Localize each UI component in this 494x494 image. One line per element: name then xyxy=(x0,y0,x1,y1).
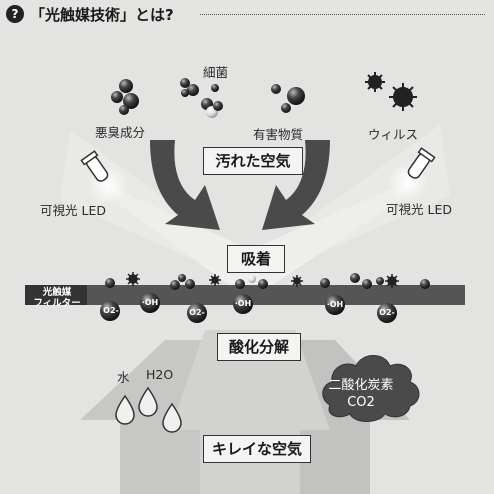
particle-label-2: ·OH xyxy=(141,298,159,307)
label-h2o: H2O xyxy=(146,367,174,382)
box-decomposition: 酸化分解 xyxy=(217,333,301,361)
label-led-right: 可視光 LED xyxy=(386,202,452,217)
box-dirty-air: 汚れた空気 xyxy=(203,147,303,175)
particle-label-4: ·OH xyxy=(234,299,252,308)
filter-label-text: 光触媒フィルター xyxy=(33,287,81,309)
led-lamp-right xyxy=(388,147,436,202)
led-lamp-left xyxy=(80,150,128,205)
question-mark-icon: ? xyxy=(6,5,24,23)
particle-label-1: O2- xyxy=(103,306,119,315)
water-drops xyxy=(115,386,182,433)
title-dotted-line xyxy=(200,14,485,15)
harmful-molecules xyxy=(271,84,305,113)
label-bacteria: 細菌 xyxy=(203,65,229,80)
label-water: 水 xyxy=(117,370,130,385)
co2-label-bottom: CO2 xyxy=(347,395,375,410)
particle-label-5: ·OH xyxy=(326,300,344,309)
particle-label-6: O2- xyxy=(379,308,395,317)
filter-label-background xyxy=(25,285,87,305)
box-adsorption: 吸着 xyxy=(227,245,285,273)
label-led-left: 可視光 LED xyxy=(40,203,106,218)
virus-shapes xyxy=(365,72,417,111)
odor-molecules xyxy=(111,79,139,115)
adsorbed-pollutants xyxy=(105,272,430,290)
box-clean-air: キレイな空気 xyxy=(203,435,311,463)
bacteria-molecules xyxy=(180,78,223,118)
co2-cloud xyxy=(322,355,420,422)
co2-label: 二酸化炭素 CO2 xyxy=(321,377,401,411)
right-curved-arrow xyxy=(262,140,330,230)
filter-label: 光触媒フィルター xyxy=(28,287,86,309)
label-odor: 悪臭成分 xyxy=(95,125,146,140)
page-title: 「光触媒技術」とは? xyxy=(30,6,174,24)
radical-particles xyxy=(100,293,397,323)
particle-label-3: O2- xyxy=(189,308,205,317)
label-virus: ウィルス xyxy=(368,127,419,142)
label-harmful: 有害物質 xyxy=(253,127,304,142)
co2-label-top: 二酸化炭素 xyxy=(328,378,394,393)
left-curved-arrow xyxy=(150,140,220,230)
